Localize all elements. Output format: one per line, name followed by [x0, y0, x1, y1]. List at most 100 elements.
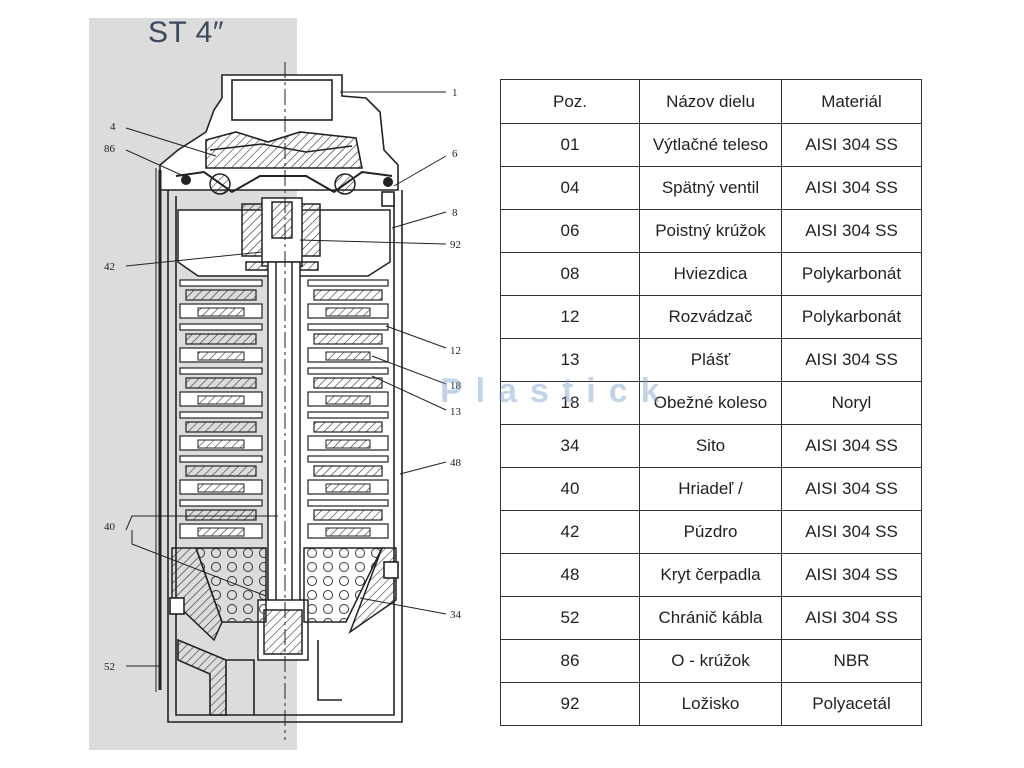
cell-part-name: Púzdro: [639, 510, 782, 554]
leader-lines: [125, 91, 447, 667]
cell-material: AISI 304 SS: [781, 338, 922, 382]
cell-position: 01: [500, 123, 640, 167]
callout-92: 92: [450, 239, 461, 251]
column-header-part-name: Názov dielu: [639, 79, 782, 124]
cell-part-name: Sito: [639, 424, 782, 468]
model-title: ST 4″: [148, 16, 224, 49]
diffuser-plate: [179, 279, 263, 287]
callout-42: 42: [104, 261, 115, 273]
impeller-blade: [185, 421, 257, 433]
callout-labels: 1 4 86 6 8 92 42 12 18 13 48 40 34 52: [104, 87, 462, 673]
impeller-vane: [325, 483, 371, 493]
table-header-row: Poz. Názov dielu Materiál: [500, 79, 922, 124]
diffuser-plate: [307, 411, 389, 419]
impeller-vane: [325, 395, 371, 405]
impeller-blade: [185, 289, 257, 301]
impeller-blade: [313, 377, 383, 389]
callout-13: 13: [450, 406, 462, 418]
cell-position: 52: [500, 596, 640, 640]
callout-48: 48: [450, 457, 462, 469]
cell-part-name: Rozvádzač: [639, 295, 782, 339]
impeller-blade: [185, 465, 257, 477]
o-rings: [175, 170, 393, 195]
cell-position: 04: [500, 166, 640, 210]
cell-material: AISI 304 SS: [781, 596, 922, 640]
cell-position: 06: [500, 209, 640, 253]
cell-position: 13: [500, 338, 640, 382]
cell-part-name: Spätný ventil: [639, 166, 782, 210]
cell-material: AISI 304 SS: [781, 166, 922, 210]
diffuser-plate: [307, 455, 389, 463]
cell-material: AISI 304 SS: [781, 553, 922, 597]
cell-part-name: Hviezdica: [639, 252, 782, 296]
cell-material: Polyacetál: [781, 682, 922, 726]
column-header-material: Materiál: [781, 79, 922, 124]
impeller-blade: [185, 377, 257, 389]
cell-material: NBR: [781, 639, 922, 683]
cell-material: AISI 304 SS: [781, 424, 922, 468]
callout-86: 86: [104, 143, 116, 155]
impeller-blade: [185, 509, 257, 521]
impeller-vane: [325, 527, 371, 537]
diffuser-plate: [179, 411, 263, 419]
callout-40: 40: [104, 521, 116, 533]
discharge-head: [159, 74, 399, 191]
diffuser-plate: [179, 367, 263, 375]
impeller-vane: [325, 351, 371, 361]
cell-part-name: Výtlačné teleso: [639, 123, 782, 167]
impeller-vane: [197, 395, 245, 405]
cell-part-name: Ložisko: [639, 682, 782, 726]
diffuser-plate: [307, 367, 389, 375]
cell-part-name: Chránič kábla: [639, 596, 782, 640]
cell-material: AISI 304 SS: [781, 209, 922, 253]
impeller-blade: [313, 333, 383, 345]
cell-part-name: Obežné koleso: [639, 381, 782, 425]
impeller-blade: [313, 289, 383, 301]
cell-material: Noryl: [781, 381, 922, 425]
diffuser-plate: [307, 279, 389, 287]
impeller-blade: [185, 333, 257, 345]
cell-position: 18: [500, 381, 640, 425]
impeller-blade: [313, 509, 383, 521]
diffuser-plate: [307, 499, 389, 507]
column-header-position: Poz.: [500, 79, 640, 124]
diffuser-plate: [179, 455, 263, 463]
callout-12: 12: [450, 345, 461, 357]
callout-34: 34: [450, 609, 462, 621]
cell-position: 12: [500, 295, 640, 339]
cell-position: 34: [500, 424, 640, 468]
diffuser-plate: [179, 323, 263, 331]
motor-base: [169, 561, 399, 716]
impeller-vane: [197, 439, 245, 449]
callout-52: 52: [104, 661, 115, 673]
impeller-vane: [325, 307, 371, 317]
impeller-stages: [179, 279, 389, 539]
callout-8: 8: [452, 207, 458, 219]
cell-material: AISI 304 SS: [781, 467, 922, 511]
cell-position: 92: [500, 682, 640, 726]
callout-4: 4: [110, 121, 116, 133]
diffuser-plate: [307, 323, 389, 331]
watermark-logo-text: Plastick: [440, 372, 673, 410]
impeller-vane: [197, 483, 245, 493]
cell-material: Polykarbonát: [781, 295, 922, 339]
cell-material: AISI 304 SS: [781, 510, 922, 554]
pump-shaft: [257, 261, 309, 661]
cell-position: 40: [500, 467, 640, 511]
impeller-vane: [197, 527, 245, 537]
callout-1: 1: [452, 87, 458, 99]
